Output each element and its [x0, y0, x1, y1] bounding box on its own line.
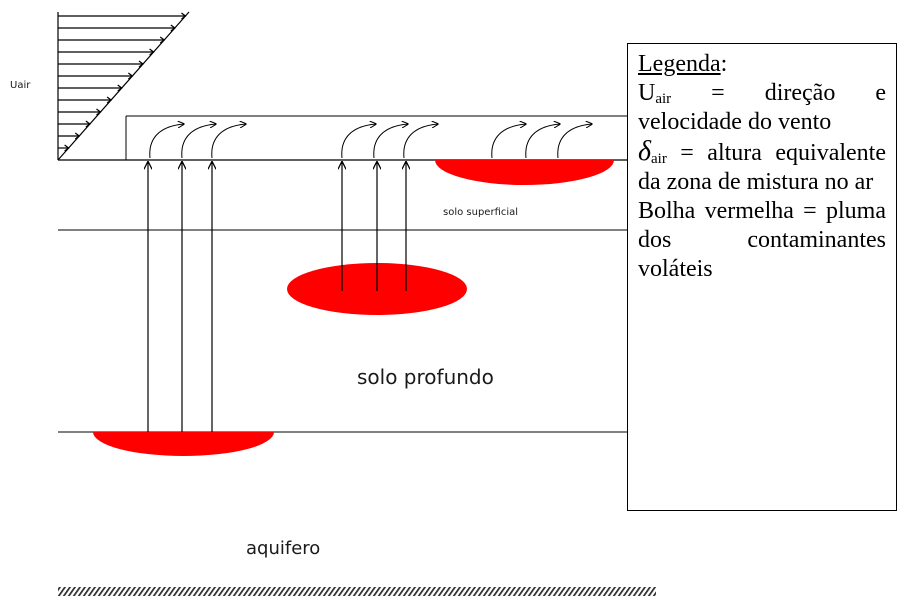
- wind-carry-arrow: [525, 124, 560, 159]
- wind-profile-arrowhead: [106, 96, 113, 104]
- wind-carry-arrow: [373, 124, 408, 159]
- wind-profile-arrowhead: [149, 48, 155, 56]
- legend-title-colon: :: [720, 51, 728, 77]
- wind-profile-arrowhead: [74, 132, 81, 140]
- bedrock-hatch: [58, 587, 656, 596]
- legend-plume-entry: Bolha vermelha = pluma dos contaminantes…: [638, 197, 886, 284]
- surface-plume: [435, 160, 614, 185]
- legend-delta-text: = altura equivalente da zona de mistura …: [638, 140, 886, 195]
- wind-profile-arrowhead: [127, 72, 134, 80]
- wind-profile-arrowhead: [85, 120, 91, 128]
- wind-profile-arrowhead: [170, 24, 176, 32]
- wind-profile-arrowhead: [117, 84, 123, 92]
- wind-profile-arrowhead: [159, 36, 166, 44]
- legend-uair-subscript: air: [655, 91, 672, 107]
- surface-soil-label: solo superficial: [443, 207, 518, 218]
- wind-profile-lines: [58, 12, 187, 152]
- legend-uair-entry: Uair = direção e velocidade do vento: [638, 79, 886, 137]
- wind-profile-arrowhead: [96, 108, 102, 116]
- wind-carry-arrow: [557, 124, 592, 159]
- wind-profile-arrowhead: [64, 144, 70, 152]
- wind-carry-arrow: [341, 124, 376, 159]
- wind-carry-arrow: [181, 124, 216, 159]
- wind-carry-arrow: [211, 124, 246, 159]
- legend-uair-text: = direção e velocidade do vento: [638, 80, 886, 135]
- wind-carry-arrow: [403, 124, 438, 159]
- legend-title: Legenda: [638, 51, 721, 77]
- aquifer-plume: [93, 432, 274, 456]
- wind-carry-arrows: [149, 124, 592, 159]
- legend-uair-symbol: U: [638, 80, 656, 106]
- aquifer-label: aquifero: [246, 538, 320, 559]
- wind-carry-arrow: [149, 124, 184, 159]
- wind-profile-arrowhead: [181, 12, 187, 20]
- wind-velocity-profile: [57, 11, 190, 161]
- legend-title-line: Legenda:: [638, 50, 886, 79]
- wind-profile-arrowhead: [138, 60, 144, 68]
- legend-delta-entry: δair = altura equivalente da zona de mis…: [638, 137, 886, 197]
- wind-carry-arrow: [491, 124, 526, 159]
- legend-plume-text: Bolha vermelha = pluma dos contaminantes…: [638, 198, 886, 282]
- legend-box: Legenda: Uair = direção e velocidade do …: [627, 43, 897, 511]
- vapor-flux-arrows: [148, 162, 406, 432]
- legend-delta-symbol: δ: [638, 136, 652, 167]
- uair-label: Uair: [10, 80, 31, 91]
- deep-soil-label: solo profundo: [357, 365, 494, 389]
- mixing-zone-box: [125, 115, 627, 160]
- legend-delta-subscript: air: [651, 151, 667, 167]
